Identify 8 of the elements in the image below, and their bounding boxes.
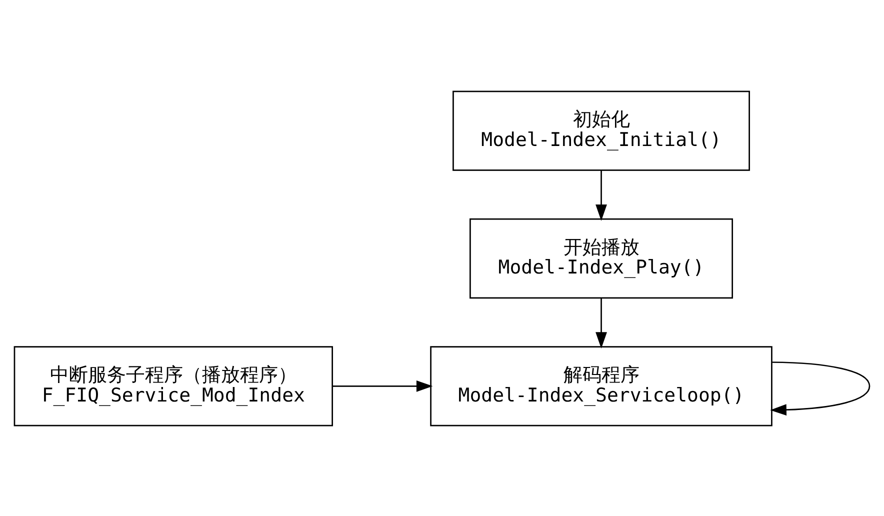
arrow xyxy=(596,298,607,348)
arrow xyxy=(332,380,433,392)
node-box: 中断服务子程序（播放程序） F_FIQ_Service_Mod_Index xyxy=(14,346,333,426)
node-box: 开始播放 Model-Index_Play() xyxy=(470,218,733,298)
node-box: 初始化 Model-Index_Initial() xyxy=(452,90,750,170)
arrow xyxy=(596,170,607,220)
node-box: 解码程序 Model-Index_Serviceloop() xyxy=(430,346,772,426)
arrow xyxy=(770,361,870,416)
